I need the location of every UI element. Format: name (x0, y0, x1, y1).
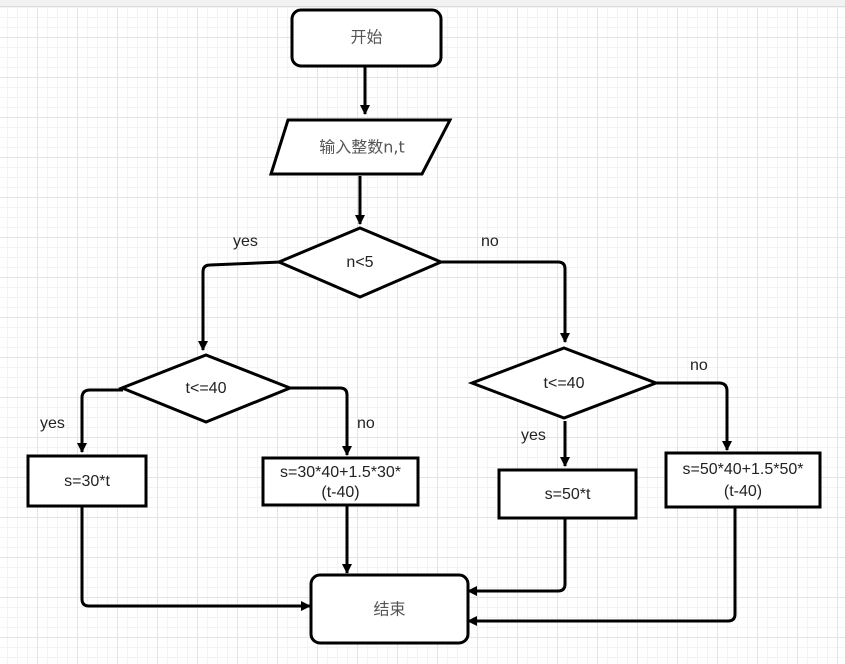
decision-n-label: n<5 (346, 254, 373, 271)
edge-a-end (80, 507, 311, 611)
decision-t-right-label: t<=40 (544, 375, 585, 392)
edge-n-yes (198, 260, 282, 351)
process-d-line1: s=50*40+1.5*50* (683, 461, 804, 478)
label-tl-no: no (357, 415, 375, 432)
process-b[interactable]: s=30*40+1.5*30* (t-40) (261, 456, 420, 507)
label-tr-yes: yes (521, 427, 546, 444)
decision-t-left-label: t<=40 (186, 380, 227, 397)
canvas-top-strip (0, 0, 845, 7)
decision-n[interactable]: n<5 (275, 226, 445, 299)
process-b-line1: s=30*40+1.5*30* (280, 464, 401, 481)
process-c-label: s=50*t (545, 486, 591, 503)
input-node[interactable]: 输入整数n,t (268, 118, 453, 176)
process-a-label: s=30*t (64, 473, 110, 490)
label-tr-no: no (690, 357, 708, 374)
edges (77, 66, 737, 626)
process-d[interactable]: s=50*40+1.5*50* (t-40) (664, 451, 822, 509)
edge-tr-no (656, 381, 732, 451)
edge-d-end (467, 508, 737, 626)
label-n-no: no (481, 233, 499, 250)
start-node[interactable]: 开始 (290, 8, 443, 68)
process-d-line2: (t-40) (724, 483, 762, 500)
edge-tl-no (290, 386, 352, 456)
process-a[interactable]: s=30*t (26, 454, 148, 508)
process-c[interactable]: s=50*t (497, 468, 638, 520)
process-b-line2: (t-40) (321, 484, 359, 501)
edge-n-no (441, 260, 570, 343)
label-n-yes: yes (233, 233, 258, 250)
edge-c-end (467, 518, 567, 596)
decision-t-left[interactable]: t<=40 (117, 353, 295, 424)
label-tl-yes: yes (40, 415, 65, 432)
input-label: 输入整数n,t (319, 138, 405, 157)
start-label: 开始 (350, 28, 382, 47)
end-label: 结束 (373, 600, 405, 619)
edge-tl-yes (77, 388, 123, 453)
decision-t-right[interactable]: t<=40 (467, 346, 661, 420)
end-node[interactable]: 结束 (309, 573, 470, 645)
